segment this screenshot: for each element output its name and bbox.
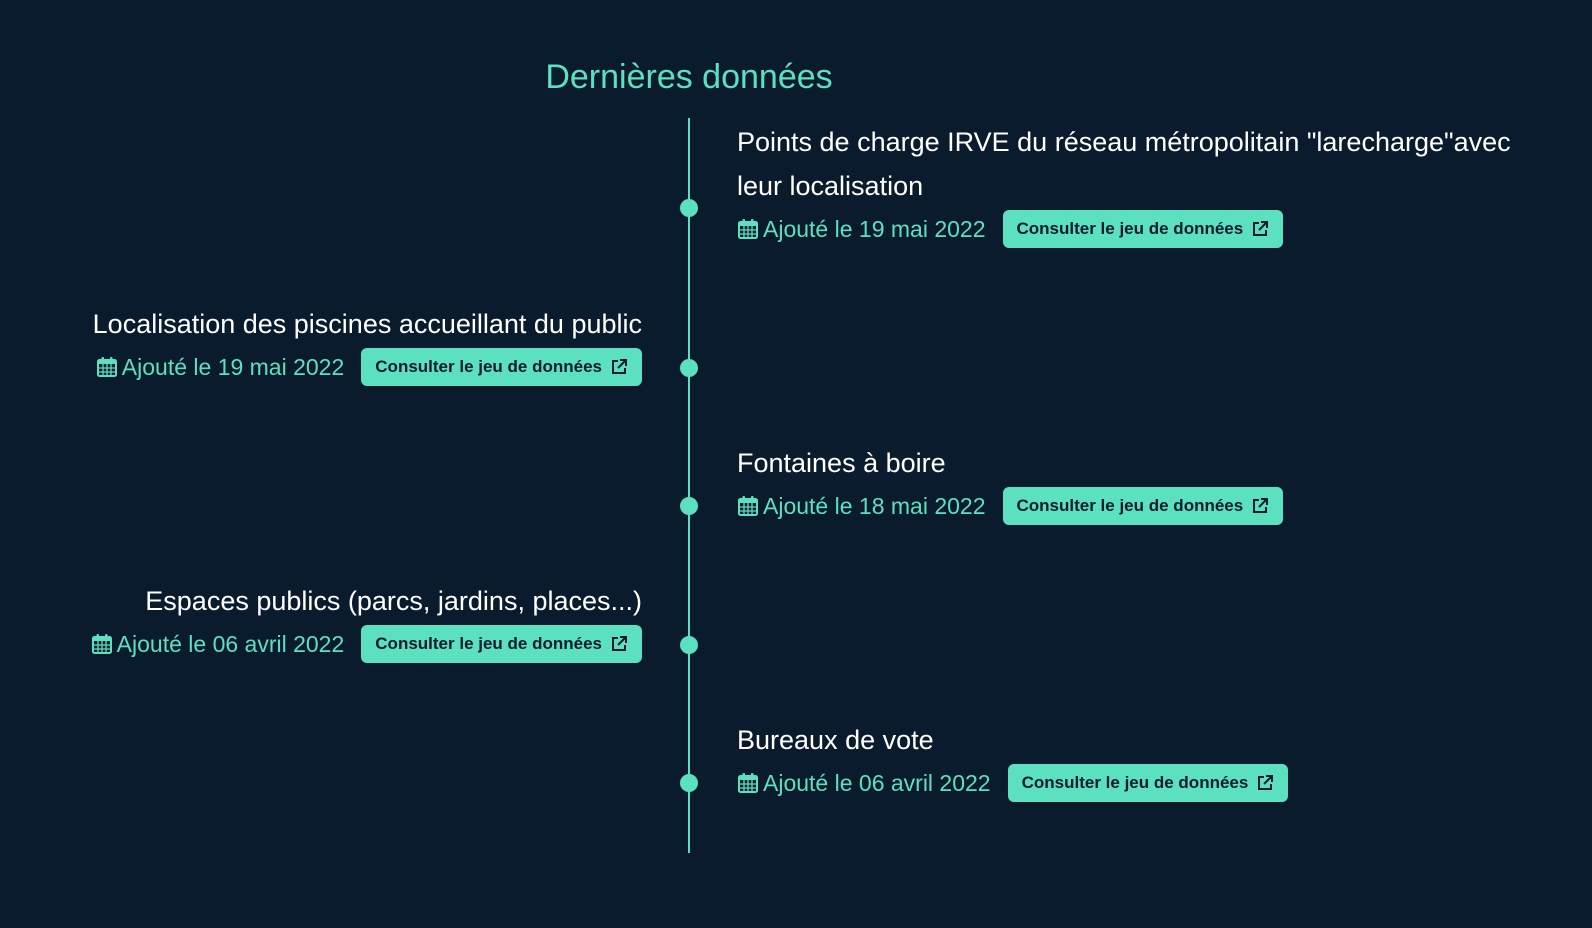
calendar-icon: [91, 633, 113, 655]
timeline-item: Points de charge IRVE du réseau métropol…: [737, 120, 1557, 248]
timeline-item: Fontaines à boire Ajouté le 18 mai 2022 …: [737, 441, 1557, 525]
dataset-meta: Ajouté le 19 mai 2022 Consulter le jeu d…: [2, 348, 642, 386]
dataset-title: Espaces publics (parcs, jardins, places.…: [145, 586, 642, 616]
consult-dataset-button[interactable]: Consulter le jeu de données: [361, 625, 642, 663]
consult-dataset-button[interactable]: Consulter le jeu de données: [1007, 764, 1289, 802]
date-text: Ajouté le 19 mai 2022: [763, 215, 986, 242]
dataset-title: Points de charge IRVE du réseau métropol…: [737, 127, 1511, 201]
external-link-icon: [610, 358, 628, 376]
calendar-icon: [96, 356, 118, 378]
dataset-title: Localisation des piscines accueillant du…: [92, 309, 642, 339]
date-text: Ajouté le 18 mai 2022: [763, 492, 986, 519]
dataset-date: Ajouté le 06 avril 2022: [91, 630, 345, 658]
consult-dataset-button[interactable]: Consulter le jeu de données: [1002, 487, 1284, 525]
external-link-icon: [1251, 220, 1269, 238]
timeline-dot: [680, 199, 698, 217]
dataset-date: Ajouté le 18 mai 2022: [737, 493, 986, 520]
calendar-icon: [737, 218, 759, 240]
dataset-meta: Ajouté le 18 mai 2022 Consulter le jeu d…: [737, 487, 1557, 525]
timeline-item: Localisation des piscines accueillant du…: [2, 302, 642, 386]
timeline-dot: [680, 774, 698, 792]
timeline-dot: [680, 497, 698, 515]
button-label: Consulter le jeu de données: [1016, 496, 1244, 515]
external-link-icon: [610, 635, 628, 653]
timeline-line: [688, 118, 690, 853]
button-label: Consulter le jeu de données: [1016, 219, 1244, 238]
timeline-dot: [680, 359, 698, 377]
external-link-icon: [1256, 774, 1274, 792]
date-text: Ajouté le 06 avril 2022: [763, 769, 991, 796]
consult-dataset-button[interactable]: Consulter le jeu de données: [361, 348, 642, 386]
dataset-date: Ajouté le 19 mai 2022: [96, 353, 345, 381]
dataset-title: Fontaines à boire: [737, 448, 946, 478]
button-label: Consulter le jeu de données: [375, 357, 602, 376]
dataset-meta: Ajouté le 06 avril 2022 Consulter le jeu…: [737, 764, 1557, 802]
consult-dataset-button[interactable]: Consulter le jeu de données: [1002, 210, 1284, 248]
dataset-date: Ajouté le 19 mai 2022: [737, 216, 986, 243]
dataset-date: Ajouté le 06 avril 2022: [737, 770, 991, 797]
dataset-title: Bureaux de vote: [737, 725, 934, 755]
calendar-icon: [737, 772, 759, 794]
button-label: Consulter le jeu de données: [375, 634, 602, 653]
timeline-item: Espaces publics (parcs, jardins, places.…: [2, 579, 642, 663]
button-label: Consulter le jeu de données: [1021, 773, 1249, 792]
external-link-icon: [1251, 497, 1269, 515]
dataset-meta: Ajouté le 19 mai 2022 Consulter le jeu d…: [737, 210, 1557, 248]
date-text: Ajouté le 06 avril 2022: [116, 630, 345, 657]
section-title: Dernières données: [545, 58, 833, 96]
timeline-dot: [680, 636, 698, 654]
calendar-icon: [737, 495, 759, 517]
dataset-meta: Ajouté le 06 avril 2022 Consulter le jeu…: [2, 625, 642, 663]
date-text: Ajouté le 19 mai 2022: [121, 353, 345, 380]
timeline-item: Bureaux de vote Ajouté le 06 avril 2022 …: [737, 718, 1557, 802]
